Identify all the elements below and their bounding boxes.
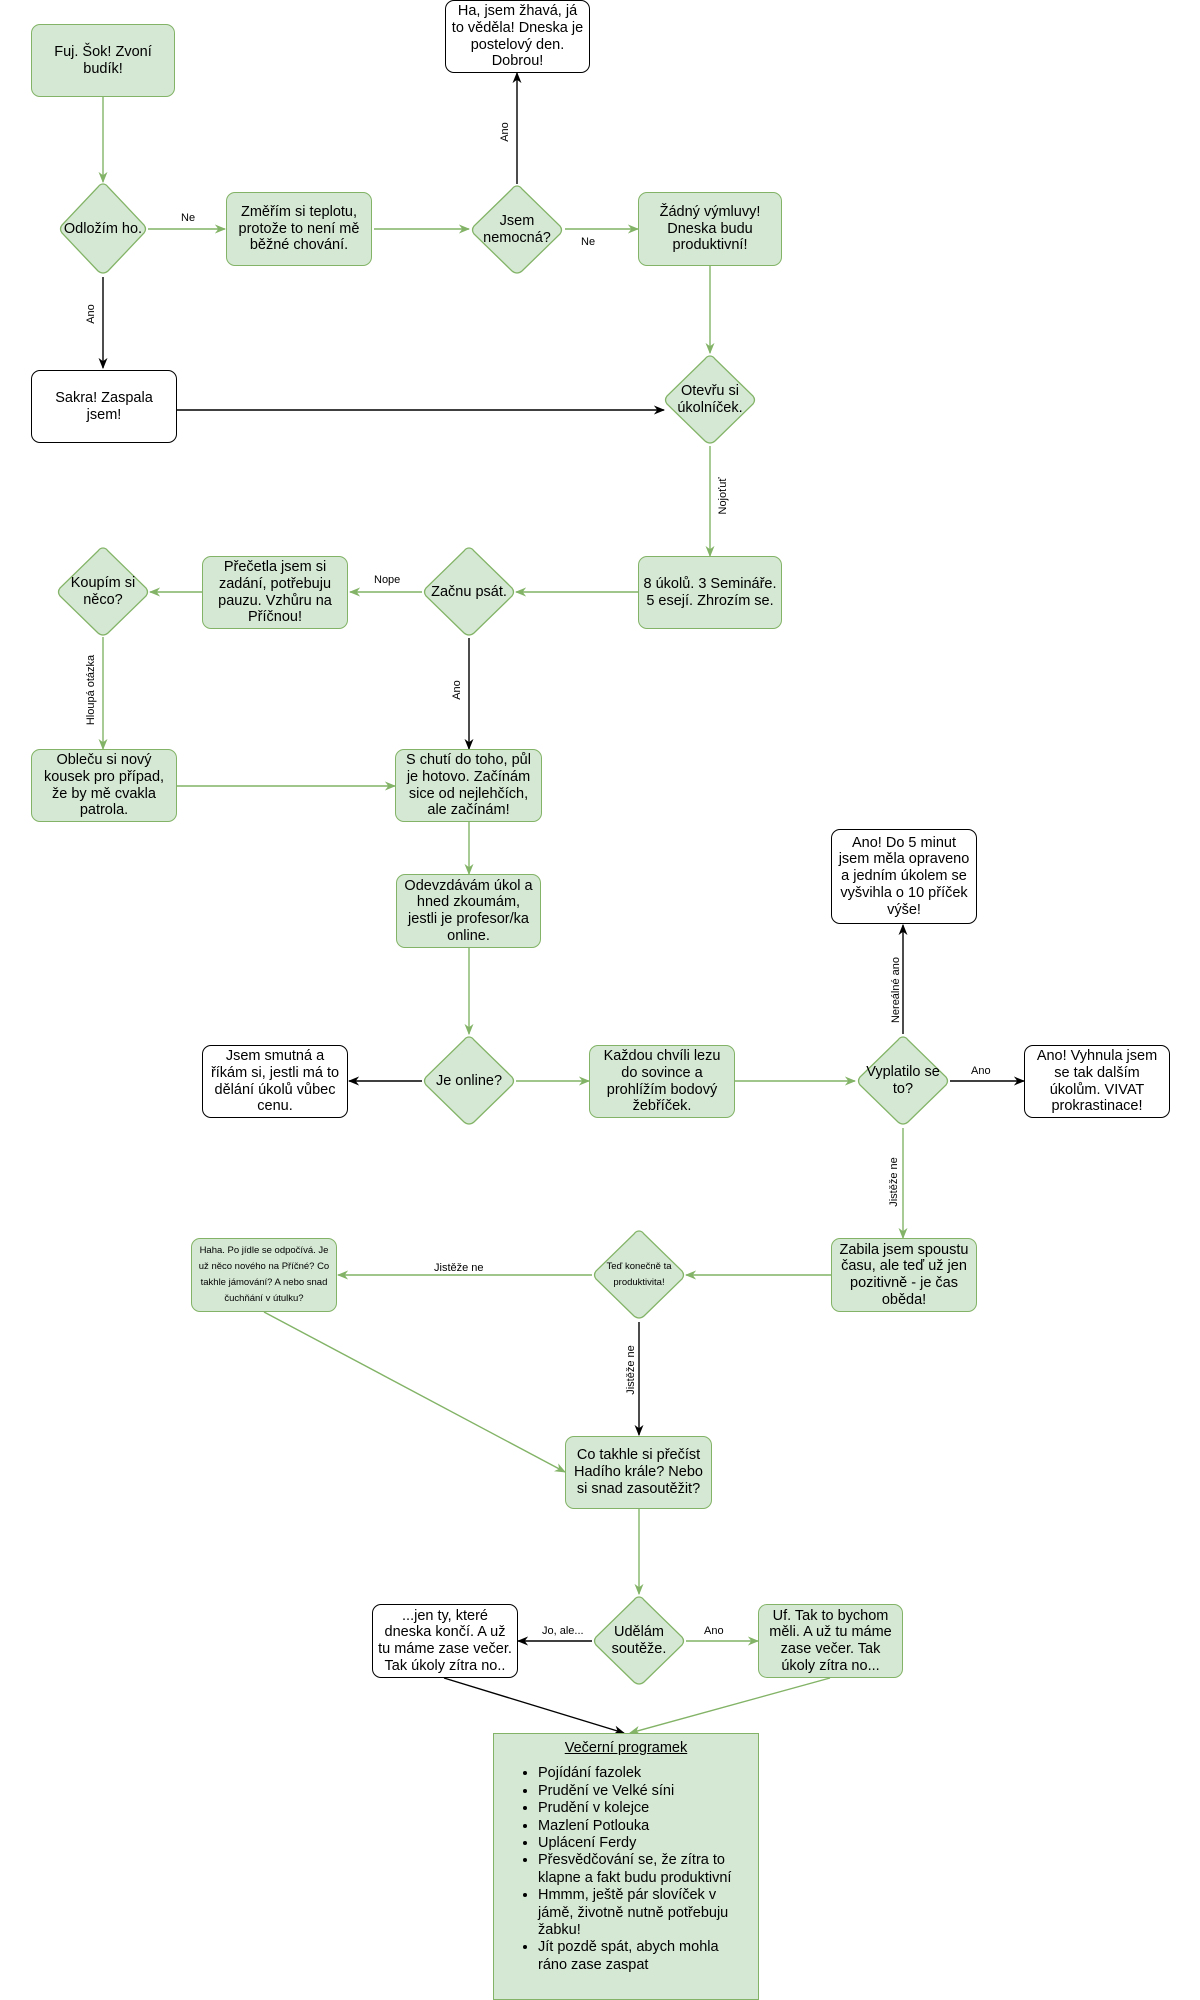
node-oblecu: Obleču si nový kousek pro případ, že by …	[31, 749, 177, 822]
node-sakra-zaspala: Sakra! Zaspala jsem!	[31, 370, 177, 443]
node-label: Ano! Do 5 minut jsem měla opraveno a jed…	[838, 834, 970, 918]
decision-label: Je online?	[435, 1072, 503, 1089]
program-item: Hmmm, ještě pár slovíček v jámě, životně…	[538, 1887, 744, 1939]
edge-label-ano: Ano	[969, 1065, 993, 1077]
diamond-shape	[59, 183, 147, 274]
node-uf: Uf. Tak to bychom měli. A už tu máme zas…	[758, 1604, 903, 1678]
node-label: Sakra! Zaspala jsem!	[55, 389, 153, 423]
diamond-shape	[423, 1036, 515, 1125]
edge-haha-hadi	[263, 1311, 566, 1473]
decision-label: Začnu psát.	[431, 583, 507, 600]
node-label: Jsem smutná a říkám si, jestli má to děl…	[210, 1048, 340, 1115]
edge-label-ano: Ano	[451, 678, 463, 702]
edge-label-nojotut: Nojoťuť	[717, 475, 729, 517]
evening-program-list: Pojídání fazolek Prudění ve Velké síni P…	[508, 1765, 744, 1974]
node-label: Odevzdávám úkol a hned zkoumám, jestli j…	[404, 877, 533, 944]
diamond-shape	[664, 355, 756, 444]
edge-label-nope: Nope	[372, 574, 403, 586]
diamond-shape	[593, 1596, 685, 1685]
decision-odlozim: Odložím ho.	[58, 182, 148, 276]
decision-koupim: Koupím si něco?	[56, 546, 150, 638]
edge-label-hloupa-otazka: Hloupá otázka	[85, 652, 97, 728]
evening-program-box: Večerní programek Pojídání fazolek Prudě…	[493, 1733, 759, 2000]
edge-label-ano: Ano	[702, 1625, 726, 1637]
program-item: Uplácení Ferdy	[538, 1835, 744, 1852]
decision-label: Koupím si něco?	[70, 575, 136, 608]
edge-label-ano: Ano	[85, 302, 97, 326]
decision-label: Udělám soutěže.	[611, 1624, 667, 1657]
node-label: Ano! Vyhnula jsem se tak dalším úkolům. …	[1036, 1048, 1158, 1115]
edge-label-jisteze-ne: Jistěže ne	[432, 1262, 486, 1274]
node-zabila-cas: Zabila jsem spoustu času, ale teď už jen…	[831, 1238, 977, 1312]
edge-label-ne: Ne	[579, 236, 598, 248]
node-label: Co takhle si přečíst Hadího krále? Nebo …	[574, 1447, 703, 1497]
node-label: Každou chvíli lezu do sovince a prohlíží…	[603, 1048, 721, 1115]
node-zmerim-teplotu: Změřím si teplotu, protože to není mě bě…	[226, 192, 372, 266]
decision-vyplatilo: Vyplatilo se to?	[856, 1035, 950, 1127]
edge-label-ano: Ano	[499, 120, 511, 144]
decision-konecne-produktivita: Teď konečně ta produktivita!	[592, 1229, 686, 1321]
node-label: ...jen ty, které dneska končí. A už tu m…	[378, 1607, 512, 1674]
node-label: Fuj. Šok! Zvoní budík!	[54, 43, 152, 77]
node-zhava: Ha, jsem žhavá, já to věděla! Dneska je …	[445, 0, 590, 73]
node-zadny-vymluvy: Žádný výmluvy! Dneska budu produktivní!	[638, 192, 782, 266]
decision-zacnu-psat: Začnu psát.	[422, 546, 516, 638]
node-label: Změřím si teplotu, protože to není mě bě…	[238, 203, 360, 254]
node-precetla-zadani: Přečetla jsem si zadání, potřebuju pauzu…	[202, 556, 348, 629]
node-ano-do-5-minut: Ano! Do 5 minut jsem měla opraveno a jed…	[831, 829, 977, 924]
edge-label-jisteze-ne: Jistěže ne	[625, 1343, 637, 1397]
program-item: Prudění ve Velké síni	[538, 1783, 744, 1800]
node-vyhnula: Ano! Vyhnula jsem se tak dalším úkolům. …	[1024, 1045, 1170, 1118]
decision-label: Vyplatilo se to?	[866, 1064, 940, 1097]
decision-je-online: Je online?	[422, 1035, 516, 1127]
edge-label-nerealne-ano: Nereálné ano	[890, 954, 902, 1026]
node-smutna: Jsem smutná a říkám si, jestli má to děl…	[202, 1045, 348, 1118]
node-label: Obleču si nový kousek pro případ, že by …	[43, 752, 165, 819]
node-label: 8 úkolů. 3 Semináře. 5 esejí. Zhrozím se…	[643, 575, 777, 609]
node-hadi-kral: Co takhle si přečíst Hadího krále? Nebo …	[565, 1436, 712, 1509]
node-label: Přečetla jsem si zadání, potřebuju pauzu…	[218, 559, 332, 626]
diamond-shape	[423, 547, 515, 636]
node-fuj-sok: Fuj. Šok! Zvoní budík!	[31, 24, 175, 97]
node-s-chuti: S chutí do toho, půl je hotovo. Začínám …	[395, 749, 542, 822]
decision-label: Teď konečně ta produktivita!	[606, 1260, 672, 1288]
node-haha-odpociva: Haha. Po jídle se odpočívá. Je už něco n…	[191, 1238, 337, 1312]
decision-label: Odložím ho.	[63, 220, 143, 237]
edge-uf-program	[628, 1677, 831, 1735]
decision-udelam-souteze: Udělám soutěže.	[592, 1595, 686, 1687]
node-label: Haha. Po jídle se odpočívá. Je už něco n…	[198, 1244, 330, 1305]
node-jen-ty: ...jen ty, které dneska končí. A už tu m…	[372, 1604, 518, 1678]
program-item: Jít pozdě spát, abych mohla ráno zase za…	[538, 1939, 744, 1974]
evening-program-title: Večerní programek	[564, 1740, 688, 1756]
node-odevzdavam: Odevzdávám úkol a hned zkoumám, jestli j…	[396, 874, 541, 948]
node-label: S chutí do toho, půl je hotovo. Začínám …	[406, 752, 531, 819]
node-label: Žádný výmluvy! Dneska budu produktivní!	[659, 203, 761, 254]
node-kazdou-chvili: Každou chvíli lezu do sovince a prohlíží…	[589, 1045, 735, 1118]
decision-otevru: Otevřu si úkolníček.	[663, 354, 757, 446]
diamond-shape	[57, 547, 149, 636]
node-label: Uf. Tak to bychom měli. A už tu máme zas…	[769, 1607, 892, 1674]
decision-label: Otevřu si úkolníček.	[677, 383, 743, 416]
diamond-shape	[857, 1036, 949, 1125]
edge-label-jo-ale: Jo, ale...	[540, 1625, 586, 1637]
program-item: Přesvědčování se, že zítra to klapne a f…	[538, 1852, 744, 1887]
edge-jentyy-program	[443, 1677, 626, 1735]
edge-label-jisteze-ne: Jistěže ne	[888, 1155, 900, 1209]
program-item: Mazlení Potlouka	[538, 1818, 744, 1835]
diamond-shape	[471, 185, 563, 274]
diamond-shape	[593, 1230, 685, 1319]
decision-nemocna: Jsem nemocná?	[470, 184, 564, 276]
node-8-ukolu: 8 úkolů. 3 Semináře. 5 esejí. Zhrozím se…	[638, 556, 782, 629]
program-item: Prudění v kolejce	[538, 1800, 744, 1817]
program-item: Pojídání fazolek	[538, 1765, 744, 1782]
node-label: Ha, jsem žhavá, já to věděla! Dneska je …	[451, 3, 584, 70]
edge-label-ne: Ne	[179, 212, 198, 224]
decision-label: Jsem nemocná?	[483, 213, 551, 246]
node-label: Zabila jsem spoustu času, ale teď už jen…	[839, 1241, 969, 1308]
